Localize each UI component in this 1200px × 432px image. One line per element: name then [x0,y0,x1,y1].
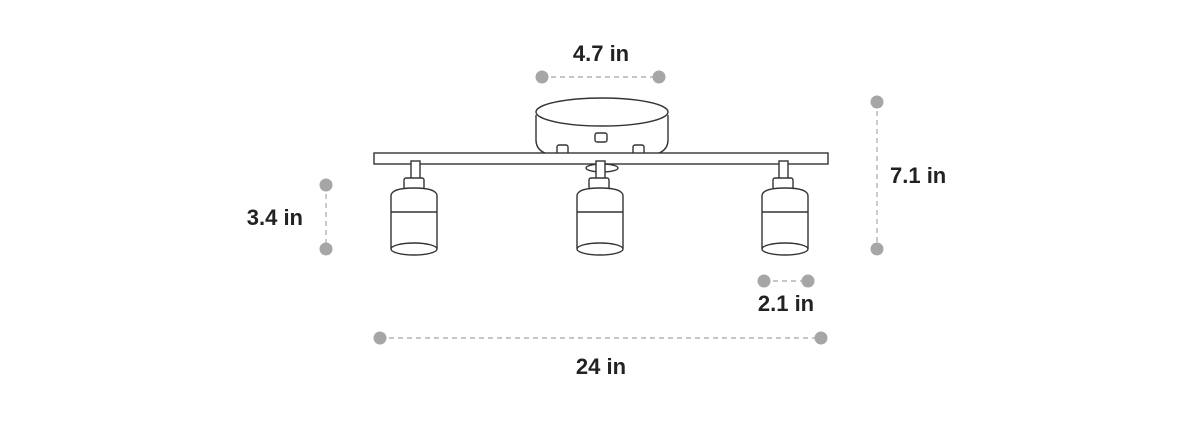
canopy [535,97,669,157]
spotlight-left [390,160,438,256]
canopy-knob [594,132,608,143]
marker-dot [319,178,333,192]
marker-dot [870,242,884,256]
marker-dot [801,274,815,288]
shade-diameter-label: 2.1 in [758,291,814,316]
marker-dot [814,331,828,345]
shade-height-label: 3.4 in [247,205,303,230]
canopy-width-label: 4.7 in [573,41,629,66]
marker-dot [870,95,884,109]
marker-dot [535,70,549,84]
marker-dot [757,274,771,288]
track-light-fixture [373,97,829,256]
spotlight-center [576,160,624,256]
marker-dot [373,331,387,345]
dimension-markers [319,70,884,345]
marker-dot [652,70,666,84]
marker-dot [319,242,333,256]
total-height-label: 7.1 in [890,163,946,188]
bar-length-label: 24 in [576,354,626,379]
spotlight-right [761,160,809,256]
dimension-lines [325,76,878,339]
